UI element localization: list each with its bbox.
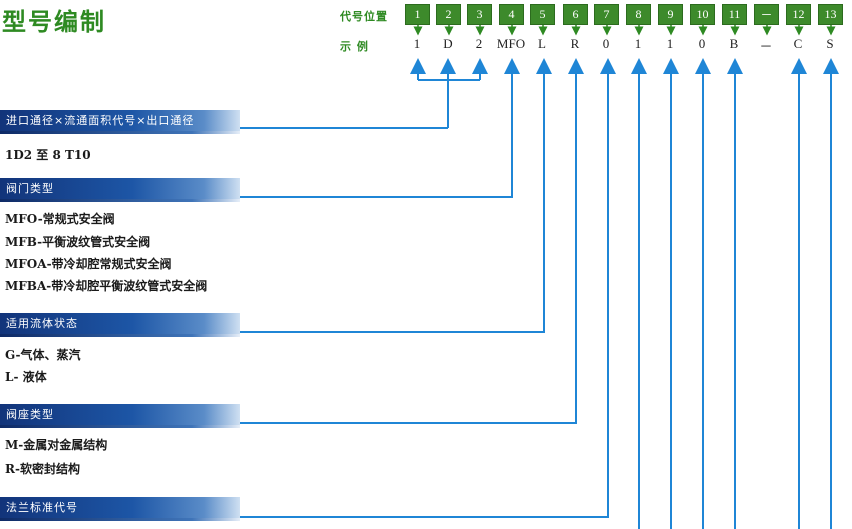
example-code-2: D (443, 36, 453, 51)
page-title: 型号编制 (2, 8, 106, 36)
option-seat-metal: M-金属对金属结构 (5, 438, 108, 452)
position-box-2: 2 (436, 4, 461, 25)
option-valve-type-mfoa: MFOA-带冷却腔常规式安全阀 (5, 257, 172, 271)
section-header-port-size: 进口通径×流通面积代号×出口通径 (0, 110, 240, 131)
position-box-10: 10 (690, 4, 715, 25)
position-box-dash: － (754, 4, 779, 25)
option-seat-soft: R-软密封结构 (5, 462, 80, 476)
example-code-dash: － (759, 39, 773, 54)
position-box-8: 8 (626, 4, 651, 25)
example-row-label: 示 例 (340, 40, 369, 53)
position-box-6: 6 (563, 4, 588, 25)
section-header-seat-type: 阀座类型 (0, 404, 240, 425)
section-header-valve-type: 阀门类型 (0, 178, 240, 199)
position-box-7: 7 (594, 4, 619, 25)
example-code-5: L (538, 36, 546, 51)
section-divider (0, 334, 240, 337)
position-pointers (413, 25, 836, 36)
section-divider (0, 199, 240, 202)
position-box-4: 4 (499, 4, 524, 25)
example-code-3: 2 (475, 36, 483, 51)
section-divider (0, 518, 240, 521)
section-divider (0, 131, 240, 134)
option-port-size: 1D2 至 8 T10 (5, 148, 91, 162)
position-box-9: 9 (658, 4, 683, 25)
option-valve-type-mfba: MFBA-带冷却腔平衡波纹管式安全阀 (5, 279, 208, 293)
example-code-12: C (793, 36, 803, 51)
example-code-9: 1 (666, 36, 674, 51)
section-header-fluid-state: 适用流体状态 (0, 313, 240, 334)
option-fluid-liquid: L- 液体 (5, 370, 47, 384)
option-valve-type-mfb: MFB-平衡波纹管式安全阀 (5, 235, 151, 249)
position-box-11: 11 (722, 4, 747, 25)
example-code-7: 0 (602, 36, 610, 51)
position-box-3: 3 (467, 4, 492, 25)
position-box-5: 5 (530, 4, 555, 25)
section-header-flange-standard: 法兰标准代号 (0, 497, 240, 518)
example-code-6: R (570, 36, 580, 51)
position-box-12: 12 (786, 4, 811, 25)
connector-lines (240, 58, 839, 529)
option-valve-type-mfo: MFO-常规式安全阀 (5, 212, 115, 226)
example-code-10: 0 (698, 36, 706, 51)
position-box-13: 13 (818, 4, 843, 25)
position-box-1: 1 (405, 4, 430, 25)
example-code-11: B (729, 36, 739, 51)
section-divider (0, 425, 240, 428)
option-fluid-gas: G-气体、蒸汽 (5, 348, 81, 362)
example-code-13: S (826, 36, 834, 51)
example-code-1: 1 (413, 36, 421, 51)
example-code-8: 1 (634, 36, 642, 51)
example-code-4: MFO (496, 36, 526, 51)
position-row-label: 代号位置 (340, 10, 388, 23)
